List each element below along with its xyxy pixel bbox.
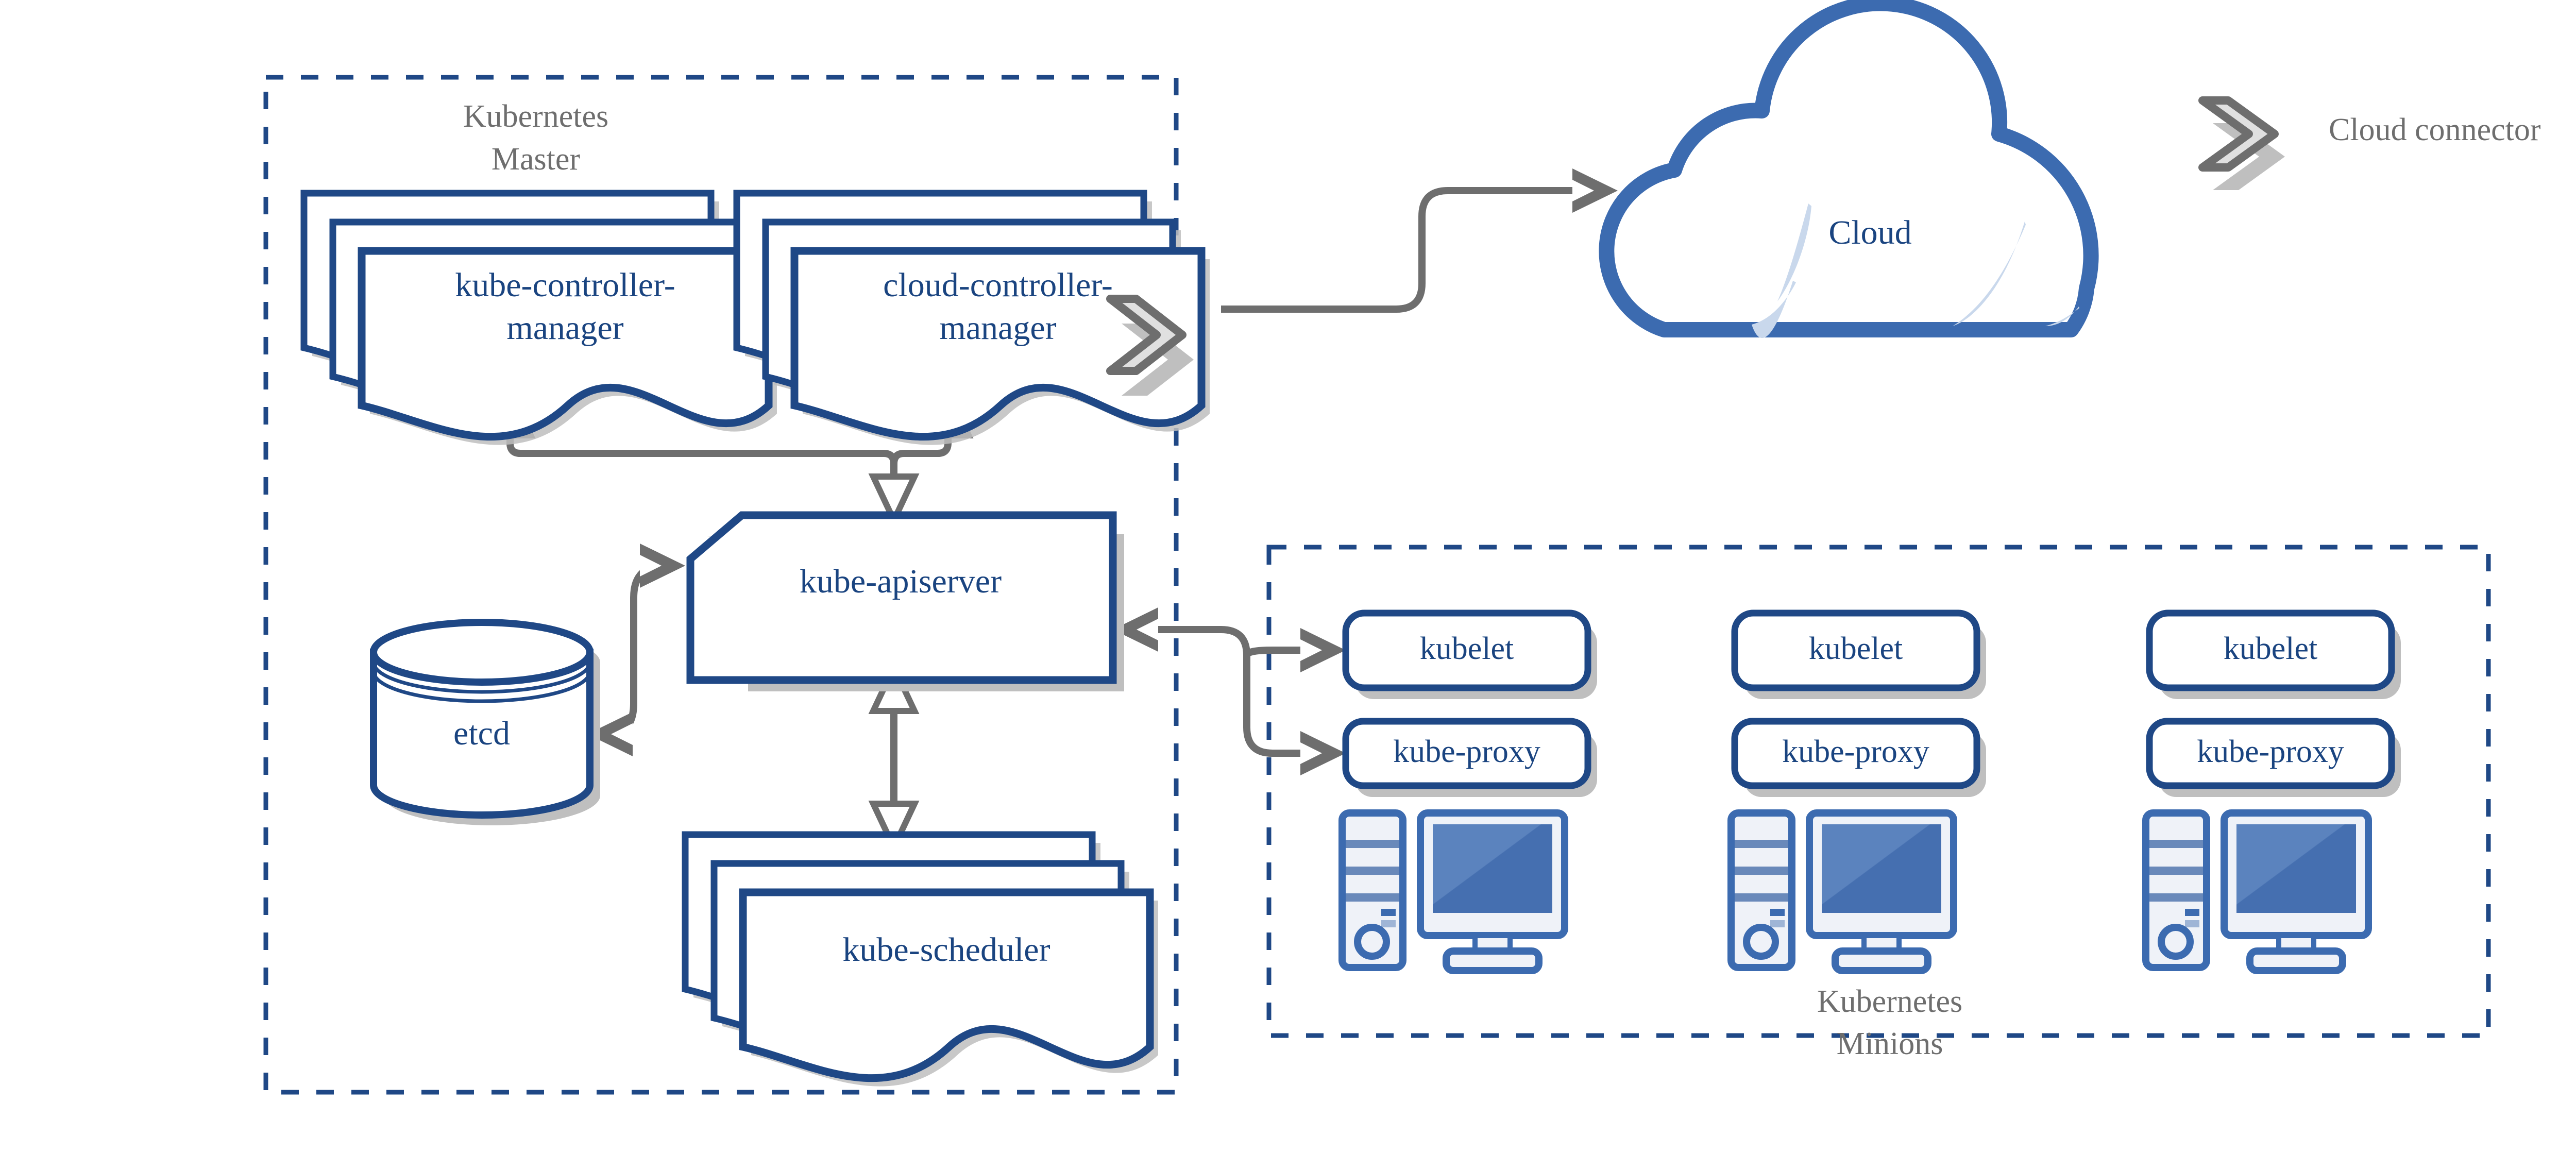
etcd-label: etcd	[453, 715, 510, 752]
minion-2-desktop-computer-icon	[1727, 809, 1957, 974]
connector-apiserver-to-etcd	[607, 562, 665, 738]
arrowhead-kubelet	[1300, 628, 1346, 672]
minion-1-desktop-computer-icon	[1338, 809, 1568, 974]
cloud-controller-manager-label-line1: cloud-controller-	[883, 266, 1113, 304]
shape-etcd[interactable]: etcd	[370, 619, 600, 825]
arrowhead-apiserver-right	[1113, 607, 1158, 652]
minion-3: kubelet kube-proxy	[2142, 609, 2401, 974]
etcd-body	[370, 649, 594, 819]
minion-1-kube-proxy-label: kube-proxy	[1393, 734, 1540, 769]
kube-scheduler-label: kube-scheduler	[842, 931, 1050, 969]
arrowhead-notch-layer	[611, 180, 1594, 764]
connector-apiserver-to-kubelet	[1243, 647, 1334, 657]
connector-apiserver-to-cloud-controller-manager	[890, 418, 952, 507]
shape-cloud-controller-manager[interactable]: cloud-controller- manager	[737, 193, 1210, 445]
kubernetes-master-border	[263, 75, 1179, 1095]
legend-cloud-connector-label: Cloud connector	[2329, 112, 2541, 147]
etcd-ring-2	[371, 671, 592, 703]
arrowhead-solid-layer	[587, 168, 1618, 775]
minion-2-kubelet-box[interactable]: kubelet	[1731, 609, 1986, 699]
kubernetes-master-label-line2: Master	[492, 142, 581, 177]
arrowhead-apiserver-top	[868, 473, 920, 528]
kubernetes-minions-border	[1266, 545, 2491, 1038]
cloud-label: Cloud	[1828, 214, 1911, 251]
minion-1-kube-proxy-box[interactable]: kube-proxy	[1342, 718, 1597, 797]
arrowhead-apiserver-left	[640, 544, 685, 588]
connector-cloud-controller-manager-to-cloud	[1221, 187, 1597, 313]
shape-cloud[interactable]: Cloud	[1599, 0, 2099, 338]
cloud-controller-manager-label-line2: manager	[939, 309, 1056, 347]
minion-1-kubelet-box[interactable]: kubelet	[1342, 609, 1597, 699]
minion-3-kube-proxy-label: kube-proxy	[2197, 734, 2344, 769]
cloud-connector-chevron-icon[interactable]	[1106, 295, 1194, 396]
minion-1-kubelet-label: kubelet	[1420, 631, 1514, 666]
shape-kube-controller-manager[interactable]: kube-controller- manager	[304, 193, 777, 445]
group-kubernetes-minions: Kubernetes Minions	[1266, 545, 2491, 1061]
minion-2-kube-proxy-box[interactable]: kube-proxy	[1731, 718, 1986, 797]
kube-controller-manager-label-line2: manager	[506, 309, 623, 347]
arrowhead-cloud	[1572, 168, 1618, 213]
minion-2-kubelet-label: kubelet	[1809, 631, 1903, 666]
minion-1: kubelet kube-proxy	[1338, 609, 1597, 974]
cloud-body	[1599, 0, 2099, 337]
connector-apiserver-to-kube-controller-manager	[506, 418, 897, 507]
kubernetes-minions-label-line1: Kubernetes	[1817, 984, 1962, 1019]
minion-2: kubelet kube-proxy	[1727, 609, 1986, 974]
arrowhead-etcd	[587, 712, 633, 756]
connector-apiserver-to-kube-proxy	[1123, 626, 1334, 757]
etcd-top	[370, 619, 594, 686]
kube-controller-manager-label-line1: kube-controller-	[455, 266, 675, 304]
kube-apiserver-body	[686, 511, 1117, 684]
kubernetes-master-label-line1: Kubernetes	[463, 99, 608, 134]
cloud-accent-shapes	[1752, 204, 2079, 338]
arrowhead-kube-proxy	[1300, 731, 1346, 775]
kubernetes-minions-label-line2: Minions	[1837, 1026, 1943, 1061]
legend-cloud-connector: Cloud connector	[2198, 96, 2541, 190]
arrowhead-kube-scheduler	[868, 801, 920, 855]
minion-3-kubelet-label: kubelet	[2224, 631, 2318, 666]
minion-3-desktop-computer-icon	[2142, 809, 2372, 974]
etcd-ring-1	[371, 662, 592, 694]
kube-apiserver-label: kube-apiserver	[800, 563, 1002, 600]
group-kubernetes-master: Kubernetes Master	[263, 75, 1179, 1095]
shape-kube-scheduler[interactable]: kube-scheduler	[685, 835, 1158, 1087]
minion-2-kube-proxy-label: kube-proxy	[1782, 734, 1929, 769]
shape-kube-apiserver[interactable]: kube-apiserver	[686, 511, 1124, 691]
legend-chevron-arrow-icon	[2198, 96, 2285, 190]
minion-3-kubelet-box[interactable]: kubelet	[2146, 609, 2401, 699]
minion-3-kube-proxy-box[interactable]: kube-proxy	[2146, 718, 2401, 797]
